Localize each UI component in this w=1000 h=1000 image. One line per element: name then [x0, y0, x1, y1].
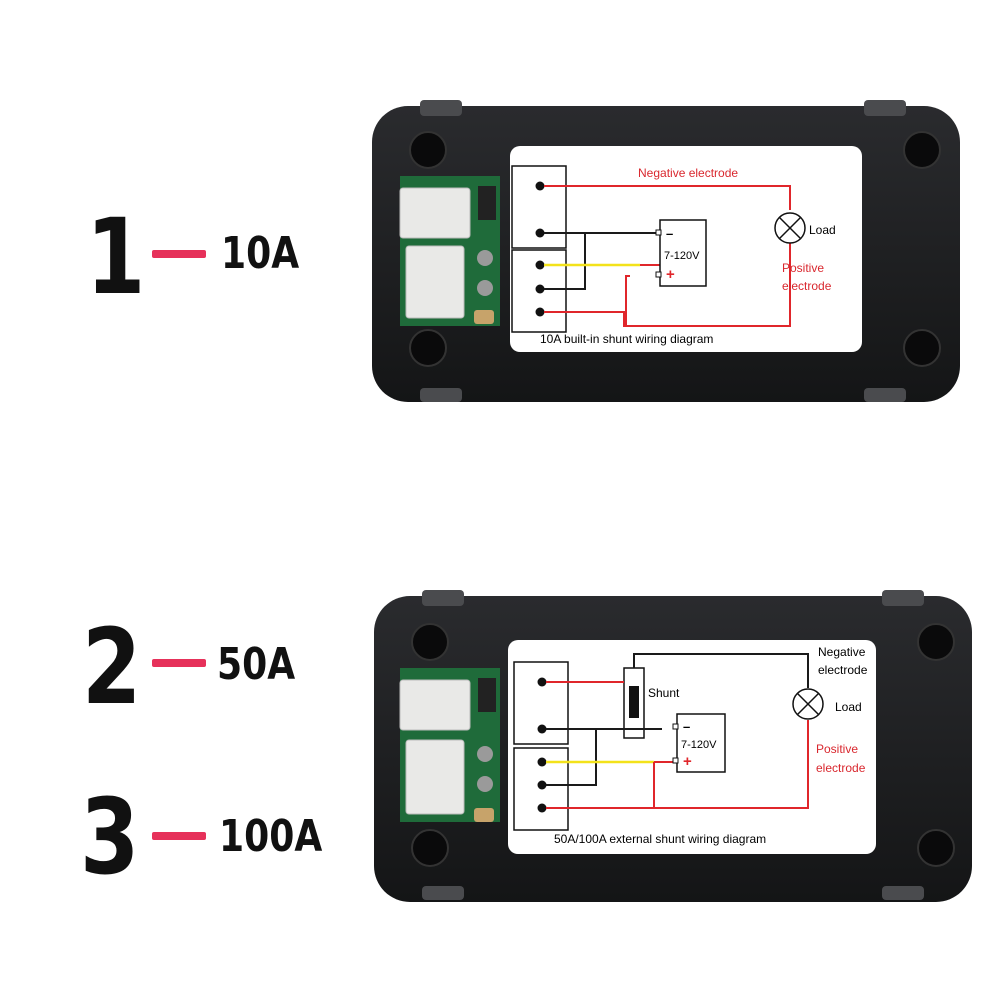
diagram-caption: 10A built-in shunt wiring diagram: [540, 332, 713, 346]
terminal-block-2: [511, 165, 567, 249]
red-dash: [152, 832, 206, 840]
terminal: [535, 260, 545, 270]
positive-electrode-label: Positive: [782, 261, 824, 275]
housing-tab: [864, 100, 906, 116]
shunt-label: Shunt: [648, 686, 680, 700]
positive-wire: [546, 720, 809, 809]
option-rating: 10A: [221, 228, 300, 279]
smd-component: [478, 678, 496, 712]
meter-device-50a-100a: Shunt – 7-120V + Load Negative electrode…: [372, 588, 974, 906]
terminal: [537, 803, 547, 813]
ground-wire: [544, 233, 586, 290]
terminal: [537, 724, 547, 734]
supply-terminal: [655, 271, 662, 278]
lamp-cross: [796, 692, 820, 716]
terminal-block-3: [511, 249, 567, 333]
supply-voltage: 7-120V: [681, 739, 717, 751]
screw-hole: [409, 131, 447, 169]
negative-electrode-label: electrode: [818, 663, 868, 677]
option-number: 1: [86, 196, 146, 318]
pot-screw: [477, 776, 493, 792]
terminal-block-3: [513, 747, 569, 831]
device-illustration: Shunt – 7-120V + Load Negative electrode…: [374, 590, 972, 902]
smd-component: [478, 186, 496, 220]
connector-3pin: [405, 739, 465, 815]
housing-tab: [422, 886, 464, 900]
housing-tab: [422, 590, 464, 606]
supply-voltage: 7-120V: [664, 250, 700, 262]
supply-box: [676, 713, 726, 773]
connector-2pin: [399, 187, 471, 239]
diagram-caption: 50A/100A external shunt wiring diagram: [554, 832, 766, 846]
option-rating: 100A: [219, 811, 323, 862]
screw-hole: [903, 131, 941, 169]
plus-sign: +: [666, 266, 675, 283]
negative-wire: [633, 653, 809, 688]
negative-electrode-label: Negative electrode: [638, 166, 738, 180]
terminal-block-2: [513, 661, 569, 745]
supply-box: [659, 219, 707, 287]
housing-tab: [882, 886, 924, 900]
button: [474, 310, 494, 324]
terminal: [537, 780, 547, 790]
minus-sign: –: [683, 719, 690, 734]
shunt-body: [629, 686, 639, 718]
terminal: [537, 677, 547, 687]
terminal: [537, 757, 547, 767]
load-label: Load: [809, 223, 836, 237]
housing-tab: [864, 388, 906, 402]
positive-wire: [544, 243, 791, 327]
option-number: 3: [80, 776, 140, 898]
ground-wire: [546, 729, 597, 786]
terminal: [535, 284, 545, 294]
negative-electrode-label: Negative: [818, 645, 866, 659]
housing-tab: [882, 590, 924, 606]
load-label: Load: [835, 700, 862, 714]
positive-wire: [625, 275, 630, 326]
positive-electrode-label: Positive: [816, 742, 858, 756]
plus-sign: +: [683, 753, 692, 770]
button: [474, 808, 494, 822]
terminal: [535, 307, 545, 317]
positive-electrode-label: electrode: [782, 279, 832, 293]
screw-hole: [411, 829, 449, 867]
screw-hole: [409, 329, 447, 367]
supply-terminal: [655, 229, 662, 236]
supply-terminal: [672, 757, 679, 764]
supply-terminal: [672, 723, 679, 730]
housing-tab: [420, 100, 462, 116]
negative-wire: [544, 185, 791, 210]
screw-hole: [917, 623, 955, 661]
connector-2pin: [399, 679, 471, 731]
connector-3pin: [405, 245, 465, 319]
lamp-cross: [778, 216, 802, 240]
pot-screw: [477, 746, 493, 762]
red-dash: [152, 250, 206, 258]
option-rating: 50A: [217, 639, 296, 690]
red-dash: [152, 659, 206, 667]
screw-hole: [903, 329, 941, 367]
option-number: 2: [82, 606, 142, 728]
positive-electrode-label: electrode: [816, 761, 866, 775]
screw-hole: [917, 829, 955, 867]
terminal: [535, 228, 545, 238]
minus-sign: –: [666, 226, 673, 241]
device-illustration: – 7-120V + Load Negative electrode Posit…: [372, 100, 960, 402]
pot-screw: [477, 250, 493, 266]
screw-hole: [411, 623, 449, 661]
pot-screw: [477, 280, 493, 296]
housing-tab: [420, 388, 462, 402]
terminal: [535, 181, 545, 191]
meter-device-10a: – 7-120V + Load Negative electrode Posit…: [370, 98, 962, 404]
